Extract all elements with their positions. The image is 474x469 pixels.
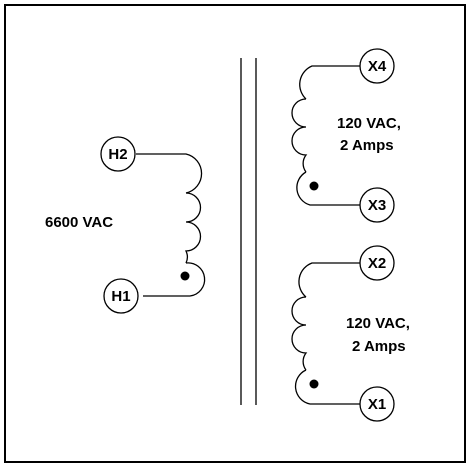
secondary-lower-rating-line2: 2 Amps <box>352 338 406 355</box>
secondary-upper-rating-line1: 120 VAC, <box>337 115 401 132</box>
diagram-frame <box>4 4 466 463</box>
terminal-x1-circle <box>359 386 395 422</box>
terminal-x3-label: X3 <box>368 197 386 214</box>
primary-polarity-dot <box>180 271 190 281</box>
terminal-h2-label: H2 <box>108 146 127 163</box>
terminal-x3-circle <box>359 187 395 223</box>
terminal-x4: X4 <box>359 48 395 84</box>
secondary-upper-lead-bottom <box>296 171 360 206</box>
secondary-lower-polarity-dot <box>309 379 319 389</box>
terminal-x3: X3 <box>359 187 395 223</box>
secondary-upper-lead-top <box>299 65 360 100</box>
secondary-upper-winding <box>291 65 360 206</box>
secondary-upper-rating-line2: 2 Amps <box>340 137 394 154</box>
terminal-h1-circle <box>103 278 139 314</box>
terminal-x4-circle <box>359 48 395 84</box>
primary-lead-top <box>136 153 203 194</box>
secondary-lower-rating-line1: 120 VAC, <box>346 315 410 332</box>
terminal-h1: H1 <box>103 278 139 314</box>
primary-winding <box>136 153 206 297</box>
secondary-lower-lead-bottom <box>294 369 360 405</box>
terminal-x1: X1 <box>359 386 395 422</box>
primary-coil <box>184 192 202 264</box>
secondary-lower-coil <box>291 296 308 371</box>
secondary-lower-winding <box>291 262 360 405</box>
secondary-upper-coil <box>291 98 308 173</box>
terminal-x2: X2 <box>359 245 395 281</box>
secondary-upper-polarity-dot <box>309 181 319 191</box>
terminal-h2-circle <box>100 136 136 172</box>
primary-voltage-label: 6600 VAC <box>45 214 113 231</box>
terminal-x4-label: X4 <box>368 58 387 75</box>
primary-lead-bottom <box>143 262 206 297</box>
terminal-x2-label: X2 <box>368 255 386 272</box>
terminal-x2-circle <box>359 245 395 281</box>
terminal-x1-label: X1 <box>368 396 386 413</box>
terminal-h2: H2 <box>100 136 136 172</box>
terminal-h1-label: H1 <box>111 288 130 305</box>
secondary-lower-lead-top <box>298 262 360 298</box>
